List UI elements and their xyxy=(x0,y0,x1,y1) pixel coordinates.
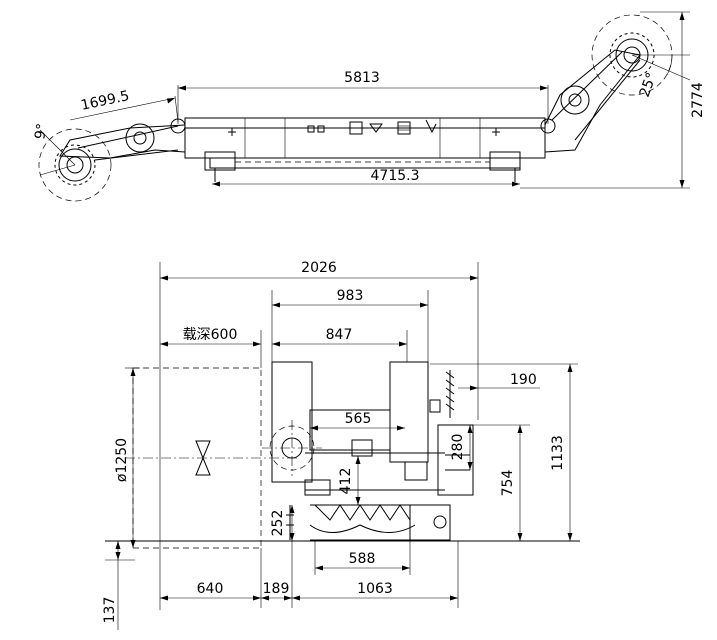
angle-left: 9° xyxy=(32,122,51,140)
dim-load-width: 载深600 xyxy=(183,327,238,343)
dim-5813: 5813 xyxy=(344,70,380,86)
dim-4715: 4715.3 xyxy=(371,168,420,184)
side-view: 5813 4715.3 1699.5 9° 25° 2774 xyxy=(32,11,706,202)
dim-280: 280 xyxy=(450,434,466,461)
dim-588: 588 xyxy=(349,551,376,567)
dim-137: 137 xyxy=(102,597,118,624)
dim-diameter: ø1250 xyxy=(114,438,130,482)
dim-412: 412 xyxy=(338,468,354,495)
dim-1699: 1699.5 xyxy=(80,88,131,114)
dim-565: 565 xyxy=(345,411,372,427)
dim-847: 847 xyxy=(326,327,353,343)
angle-right: 25° xyxy=(637,71,661,100)
dim-190: 190 xyxy=(510,372,537,388)
dim-1063: 1063 xyxy=(357,581,393,597)
dim-983: 983 xyxy=(337,288,364,304)
dim-189: 189 xyxy=(263,581,290,597)
front-view: 2026 983 847 载深600 565 190 280 xyxy=(102,260,580,630)
dim-640: 640 xyxy=(197,581,224,597)
dim-2026: 2026 xyxy=(301,260,337,276)
dim-252: 252 xyxy=(270,510,286,537)
dim-754: 754 xyxy=(500,470,516,497)
dim-2774: 2774 xyxy=(690,82,706,118)
dim-1133: 1133 xyxy=(550,435,566,471)
